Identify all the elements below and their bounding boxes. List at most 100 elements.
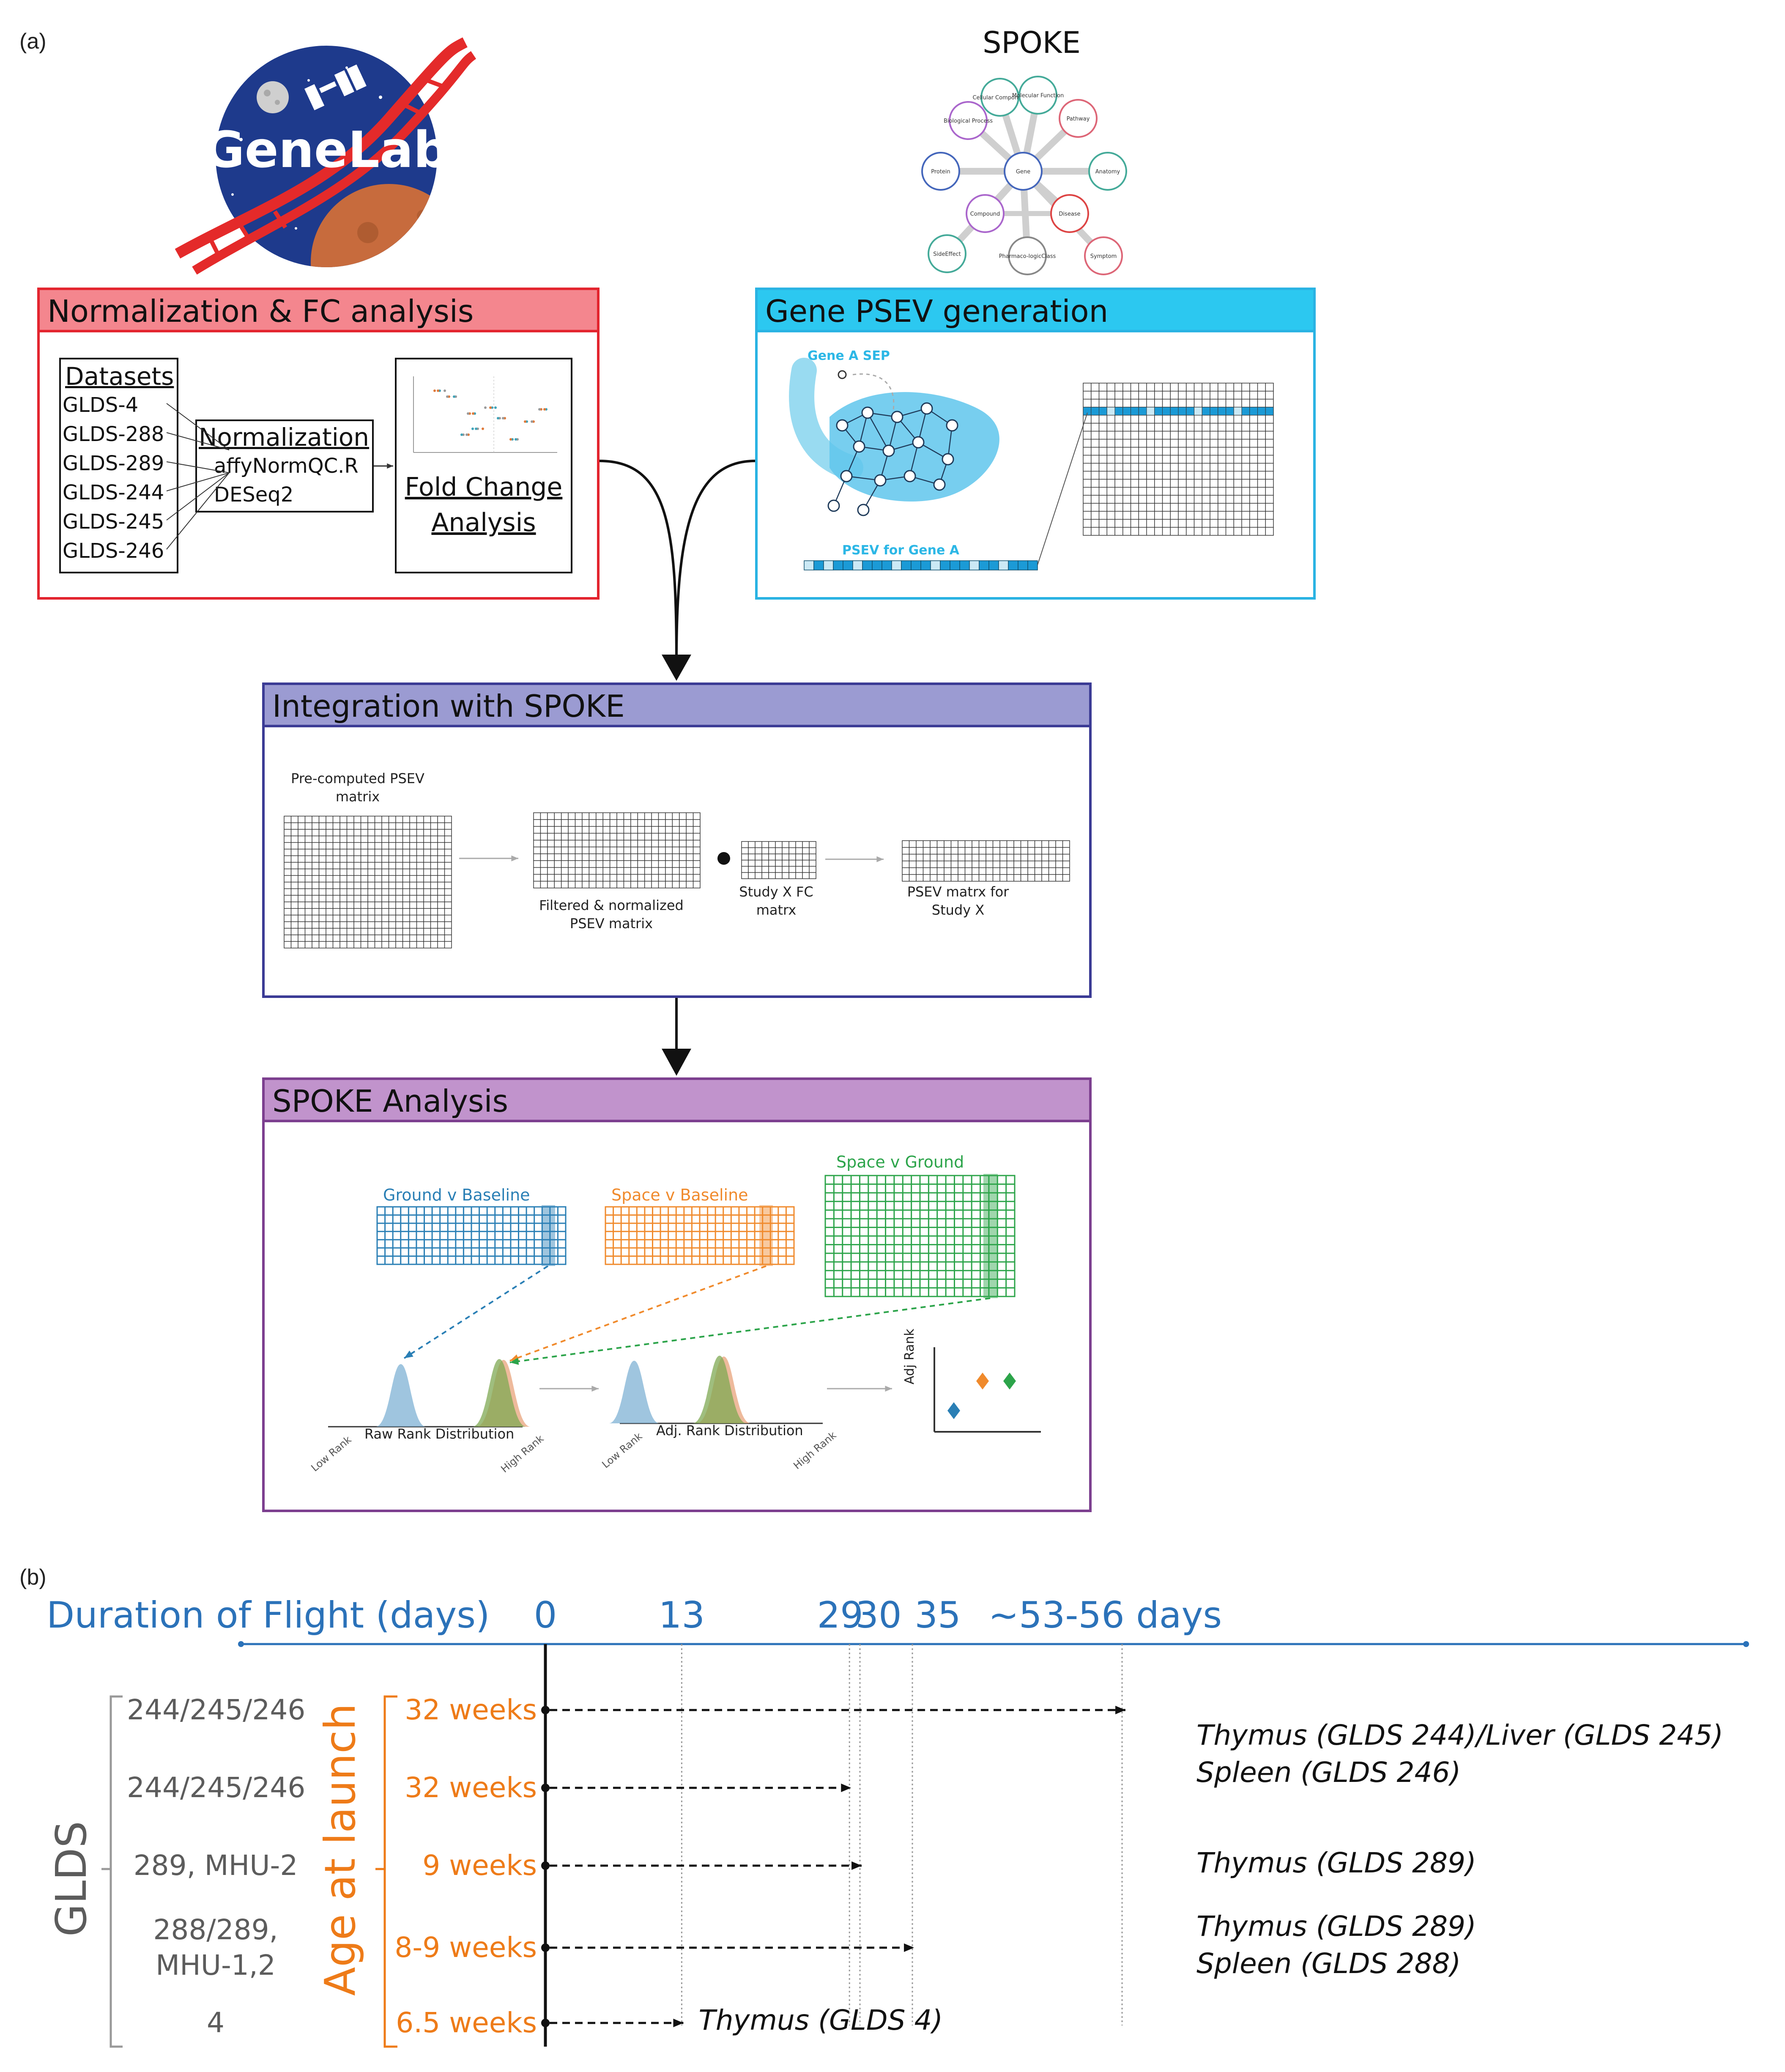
glds-row-line: 244/245/246 <box>127 1694 306 1726</box>
psev-to-matrix-link <box>1037 412 1088 565</box>
psev-node <box>942 453 954 466</box>
fc-point <box>531 420 533 423</box>
dataset-item: GLDS-244 <box>63 481 164 504</box>
fc-point <box>509 438 512 441</box>
integration-box: Integration with SPOKE Pre-computed PSEV… <box>262 682 1092 998</box>
row-duration-arrow-head <box>851 1861 862 1870</box>
filtered-psev-matrix <box>533 812 701 888</box>
norm-to-integration-curve <box>599 460 678 660</box>
spoke-node <box>1018 76 1057 115</box>
normalization-arrows <box>166 403 393 550</box>
ground-baseline-label: Ground v Baseline <box>383 1186 530 1204</box>
glds-axis-label: GLDS <box>47 1821 96 1937</box>
study-fc-matrix <box>741 841 816 879</box>
ground-to-raw-arrow-head <box>404 1350 413 1358</box>
fc-point <box>489 406 492 409</box>
raw-rank-distribution-label: Raw Rank Distribution <box>364 1426 515 1442</box>
gene-a-sep-label: Gene A SEP <box>808 348 890 363</box>
adj-ground-curve <box>609 1361 660 1423</box>
genelab-logo-text: GeneLab <box>204 121 449 179</box>
normalization-fc-title: Normalization & FC analysis <box>40 290 597 332</box>
tissue-row-line: Spleen (GLDS 288) <box>1196 1947 1461 1980</box>
spoke-node-label: Compound <box>970 211 1000 217</box>
psev-gene-a-label: PSEV for Gene A <box>842 543 959 558</box>
spaceground-to-raw-arrow-head <box>510 1357 519 1365</box>
filtered-line2: PSEV matrix <box>569 915 653 932</box>
row-duration-arrow-head <box>1115 1705 1125 1715</box>
glds-bracket <box>110 1695 123 2048</box>
fc-point <box>494 406 497 409</box>
precomputed-line1: Pre-computed PSEV <box>291 770 424 787</box>
spoke-node-label: Anatomy <box>1095 169 1120 175</box>
dataset-item: GLDS-245 <box>63 510 164 534</box>
glds-row-line: 4 <box>207 2006 224 2039</box>
spoke-node-label: Disease <box>1059 211 1080 217</box>
dataset-item: GLDS-289 <box>63 452 164 475</box>
dataset-link <box>166 403 230 450</box>
integration-matrices <box>284 812 1070 948</box>
spoke-node <box>966 194 1005 233</box>
glds-row-label: 4 <box>127 2005 304 2041</box>
fc-point <box>446 395 449 398</box>
spoke-node-label: Biological Process <box>944 118 993 124</box>
adj-rank-distribution-label: Adj. Rank Distribution <box>656 1422 803 1439</box>
tissue-row-line: Thymus (GLDS 289) <box>1196 1910 1476 1943</box>
spoke-node <box>921 152 960 191</box>
psev-node <box>840 470 853 482</box>
normalization-fc-box: Normalization & FC analysis Datasets GLD… <box>37 288 600 600</box>
age-at-launch-label: Age at launch <box>315 1703 365 1996</box>
ground-highlight-col <box>542 1205 555 1266</box>
dataset-link <box>166 472 230 521</box>
psev-node <box>882 444 895 457</box>
tissue-label-top: Thymus (GLDS 244)/Liver (GLDS 245) Splee… <box>1196 1717 1723 1791</box>
age-row-label: 9 weeks <box>422 1849 537 1882</box>
dataset-link <box>166 472 230 491</box>
flight-tick-label: 30 <box>855 1594 902 1636</box>
psev-illustration <box>789 358 1274 570</box>
raw-spaceground-curve <box>472 1359 526 1427</box>
age-row-label: 8-9 weeks <box>394 1931 537 1964</box>
row-start-dot <box>541 1706 550 1714</box>
adj-spaceground-curve <box>693 1356 747 1423</box>
tissue-row-label: Thymus (GLDS 289) Spleen (GLDS 288) <box>1196 1908 1476 1982</box>
dataset-item: GLDS-246 <box>63 539 164 563</box>
fc-point <box>433 389 436 392</box>
study-fc-line2: matrx <box>756 902 797 918</box>
row-duration-arrow-head <box>841 1783 851 1792</box>
dataset-link <box>166 461 230 473</box>
spoke-node <box>949 101 988 140</box>
tissue-row-line: Thymus (GLDS 4) <box>698 2004 943 2036</box>
tissue-row-label: Thymus (GLDS 289) <box>1196 1845 1476 1882</box>
normalization-item: affyNormQC.R <box>214 454 359 478</box>
tissue-row-line: Thymus (GLDS 289) <box>1196 1847 1476 1879</box>
flight-tick-label: 0 <box>534 1594 557 1636</box>
study-psev-line2: Study X <box>931 902 985 918</box>
psev-node <box>857 504 870 516</box>
dataset-link <box>166 472 230 550</box>
psev-walk <box>852 373 895 413</box>
glds-row-line: 288/289, <box>153 1913 278 1946</box>
flight-tick-label: ~53-56 days <box>988 1594 1222 1636</box>
adj-rank-space-marker <box>976 1373 989 1390</box>
spoke-analysis-illustration <box>328 1174 1041 1433</box>
space-highlight-col <box>759 1205 773 1266</box>
psev-edge <box>867 412 890 451</box>
spoke-node <box>980 78 1019 117</box>
fc-point <box>444 389 446 392</box>
psev-node <box>827 499 840 512</box>
integration-arrowhead <box>662 655 691 681</box>
gene-psev-box: Gene PSEV generation Gene A SEP PSEV for… <box>755 288 1316 600</box>
genelab-logo: GeneLab <box>169 34 476 275</box>
analysis-arrowhead <box>662 1049 691 1076</box>
spoke-node <box>928 234 966 273</box>
flight-tick-label: 29 <box>817 1594 863 1636</box>
adj-rank-ground-marker <box>947 1402 960 1419</box>
psev-to-integration-curve <box>675 460 756 660</box>
psev-node <box>836 419 849 432</box>
